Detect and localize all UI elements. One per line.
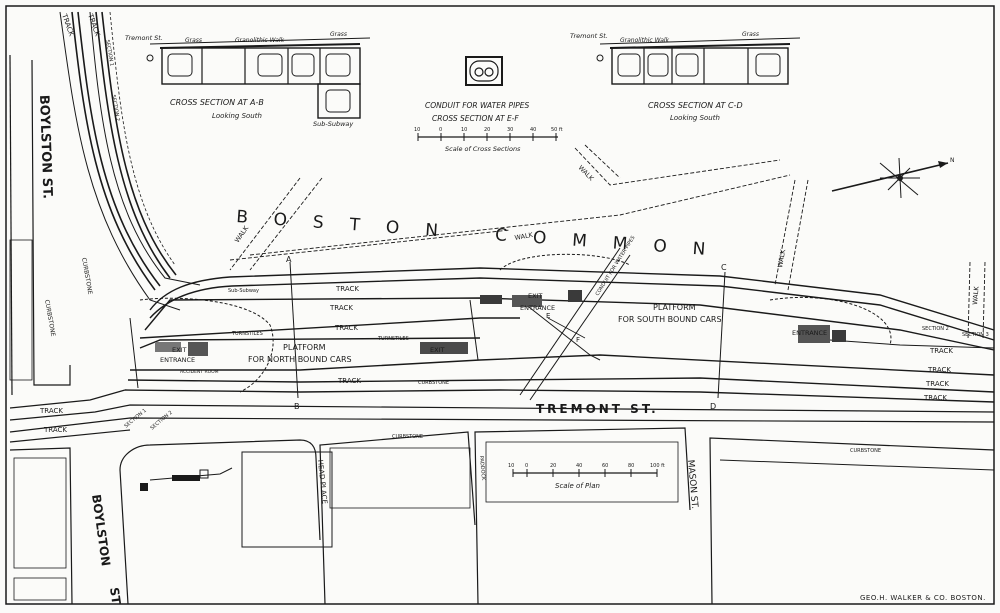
section-letter-e: E	[546, 312, 550, 320]
turnstiles-label-1: TURNSTILES	[231, 331, 263, 337]
scale-plan-tick-5: 80	[628, 463, 634, 469]
section-mark-5: SECTION 2	[922, 326, 949, 332]
scale-plan-tick-2: 20	[550, 463, 556, 469]
scale-cross-tick-0: 10	[414, 127, 420, 133]
scale-cross-tick-1: 0	[439, 127, 442, 133]
scale-plan-title: Scale of Plan	[555, 482, 600, 490]
common-walks	[229, 144, 986, 341]
south-platform-label: PLATFORM	[653, 303, 696, 312]
scale-plan-tick-1: 0	[525, 463, 528, 469]
conduit-title: CONDUIT FOR WATER PIPES	[425, 101, 530, 110]
scale-plan	[512, 469, 658, 477]
ab-grass-label-2: Grass	[330, 31, 347, 38]
curbstone-label-lower-1: CURBSTONE	[392, 434, 423, 440]
cross-section-cd-title: CROSS SECTION AT C-D	[648, 101, 743, 110]
scale-cross-tick-5: 40	[530, 127, 536, 133]
tremont-street-label: TREMONT ST.	[536, 402, 659, 416]
scale-cross-tick-3: 20	[484, 127, 490, 133]
track-label-1: TRACK	[335, 285, 359, 293]
section-mark-4: SECTION 2	[149, 410, 173, 432]
track-label-7: TRACK	[929, 347, 953, 355]
entrance-label-3: ENTRANCE	[792, 329, 827, 337]
track-label-2: TRACK	[329, 304, 353, 312]
boylston-street-lower-label: BOYLSTON	[89, 493, 113, 567]
scale-cross-tick-4: 30	[507, 127, 513, 133]
accident-room-label: ACCIDENT ROOM	[180, 369, 219, 375]
section-mark-2: SECTION 2	[110, 94, 121, 121]
track-label-3: TRACK	[334, 324, 358, 332]
ab-grass-label: Grass	[185, 37, 202, 44]
cross-section-cd	[596, 37, 801, 85]
conduit-cross-section	[465, 56, 503, 86]
cd-walk-label: Granolithic Walk	[620, 37, 670, 44]
track-label-5: TRACK	[39, 407, 63, 415]
scale-cross-sections	[417, 133, 558, 141]
entrance-label-2: ENTRANCE	[160, 356, 195, 364]
cross-section-cd-subtitle: Looking South	[670, 114, 720, 122]
cross-section-ab	[146, 37, 371, 119]
section-lines	[289, 261, 726, 399]
track-label-8: TRACK	[927, 366, 951, 374]
scale-plan-tick-4: 60	[602, 463, 608, 469]
entrance-label-1: ENTRANCE	[520, 304, 555, 312]
exit-label-2: EXIT	[430, 346, 444, 354]
boston-common-label: BOSTON COMMON	[236, 207, 732, 262]
track-label-10: TRACK	[923, 394, 947, 402]
boylston-street-upper	[9, 11, 201, 396]
sub-subway-label: Sub-Subway	[228, 288, 259, 294]
north-platform-label: PLATFORM	[283, 343, 326, 352]
track-label-boylston-2: TRACK	[86, 12, 102, 38]
north-arrow-label: N	[950, 157, 955, 164]
section-mark-1: SECTION 1	[104, 39, 115, 66]
walk-label-4: WALK	[776, 248, 787, 268]
scale-plan-tick-6: 100 ft	[650, 463, 665, 469]
cross-section-ef-title: CROSS SECTION AT E-F	[432, 114, 519, 123]
section-letter-b: B	[294, 402, 300, 411]
station-outline	[9, 247, 995, 443]
south-platform-desc: FOR SOUTH BOUND CARS	[618, 315, 722, 324]
stair-blocks	[155, 290, 846, 356]
section-letter-f: F	[576, 336, 580, 344]
north-arrow-icon	[831, 157, 949, 199]
mason-street-label: MASON ST.	[685, 459, 699, 509]
section-letter-c: C	[721, 263, 727, 272]
turnstiles-label-2: TURNSTILES	[377, 336, 409, 342]
walk-label-3: WALK	[514, 231, 534, 242]
ab-sub-subway-label: Sub-Subway	[313, 120, 353, 128]
paddock-label: PADDOCK	[478, 456, 486, 482]
north-platform-desc: FOR NORTH BOUND CARS	[248, 355, 352, 364]
track-label-9: TRACK	[925, 380, 949, 388]
scale-cross-tick-2: 10	[461, 127, 467, 133]
ab-walk-label: Granolithic Walk	[235, 37, 285, 44]
scale-cross-title: Scale of Cross Sections	[445, 145, 521, 153]
track-label-6: TRACK	[43, 426, 67, 434]
lower-city-blocks	[9, 427, 995, 605]
curbstone-label-boylston: CURBSTONE	[43, 299, 56, 337]
section-letter-d: D	[710, 402, 716, 411]
curbstone-label-tremont: CURBSTONE	[418, 380, 449, 386]
publisher-credit: GEO.H. WALKER & CO. BOSTON.	[860, 594, 986, 602]
exit-label-1: EXIT	[528, 292, 542, 300]
scale-cross-tick-6: 50 ft	[551, 127, 563, 133]
cd-tremont-label: Tremont St.	[570, 32, 608, 40]
track-label-4: TRACK	[337, 377, 361, 385]
cd-grass-label: Grass	[742, 31, 759, 38]
walk-label-5: WALK	[971, 285, 981, 305]
curbstone-label-lower-2: CURBSTONE	[850, 448, 881, 454]
curbstone-label-boylston-2: CURBSTONE	[80, 257, 93, 295]
section-mark-6: SECTION 3	[962, 332, 989, 338]
scale-plan-tick-3: 40	[576, 463, 582, 469]
cross-section-ab-title: CROSS SECTION AT A-B	[170, 98, 264, 107]
section-letter-a: A	[286, 255, 292, 264]
exit-label-3: EXIT	[172, 346, 186, 354]
boylston-street-label: BOYLSTON ST.	[36, 95, 55, 200]
cross-section-ab-subtitle: Looking South	[212, 112, 262, 120]
map-border	[5, 5, 995, 605]
ab-tremont-label: Tremont St.	[125, 34, 163, 42]
scale-plan-tick-0: 10	[508, 463, 514, 469]
boylston-street-lower-st: ST	[107, 586, 123, 605]
